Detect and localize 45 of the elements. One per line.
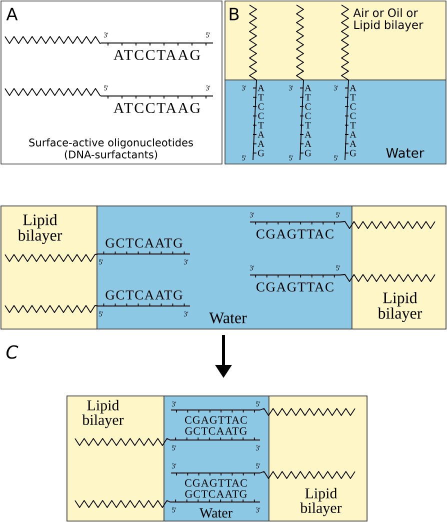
base-letter: A [350,131,356,138]
base-letter: C [350,112,356,120]
base-letter: T [258,94,264,100]
base-letter: C [305,112,311,120]
base-letter: A [258,84,264,92]
base-letter: C [305,103,311,110]
base-letter: T [305,94,311,100]
base-letter: A [304,140,312,147]
region-label: Water [199,508,232,518]
panel-letter: B [230,8,239,20]
base-letter: T [350,94,356,100]
sequence-label: GCTCAATG [185,490,247,498]
sequence-label: GCTCAATG [106,290,182,300]
region-label: Lipid bilayer [82,400,124,428]
base-letter: A [350,84,356,92]
base-letter: T [305,122,311,128]
region-label: Lipid bilayer [300,488,342,516]
sequence-label: CGAGTTAC [185,416,247,424]
base-letter: T [350,122,356,128]
sequence-label: CGAGTTAC [256,282,334,292]
base-letter: G [304,150,312,156]
sequence-label: CGAGTTAC [185,479,247,487]
base-letter: G [350,150,356,156]
base-letter: C [350,103,356,110]
region-label: Water [386,148,424,158]
sequence-label: GCTCAATG [185,427,247,435]
region-label: Air or Oil or Lipid bilayer [353,8,424,32]
base-letter: C [258,103,264,110]
panel-letter: A [6,8,18,20]
sequence-label: GCTCAATG [106,238,182,248]
sequence-label: ATCCTAAG [114,102,200,114]
base-letter: A [258,131,264,138]
base-letter: C [258,112,264,120]
base-letter: A [350,140,356,147]
base-letter: T [258,122,264,128]
region-label: Lipid bilayer [378,292,422,322]
region-label: Water [209,312,247,324]
region-label: Surface-active oligonucleotides (DNA-surfactants) [29,138,193,160]
sequence-label: CGAGTTAC [256,229,334,239]
region-label: Lipid bilayer [18,214,62,244]
base-letter: G [258,150,264,156]
sequence-label: ATCCTAAG [114,50,200,60]
base-letter: A [304,131,312,138]
base-letter: A [258,140,264,147]
base-letter: A [304,84,312,92]
